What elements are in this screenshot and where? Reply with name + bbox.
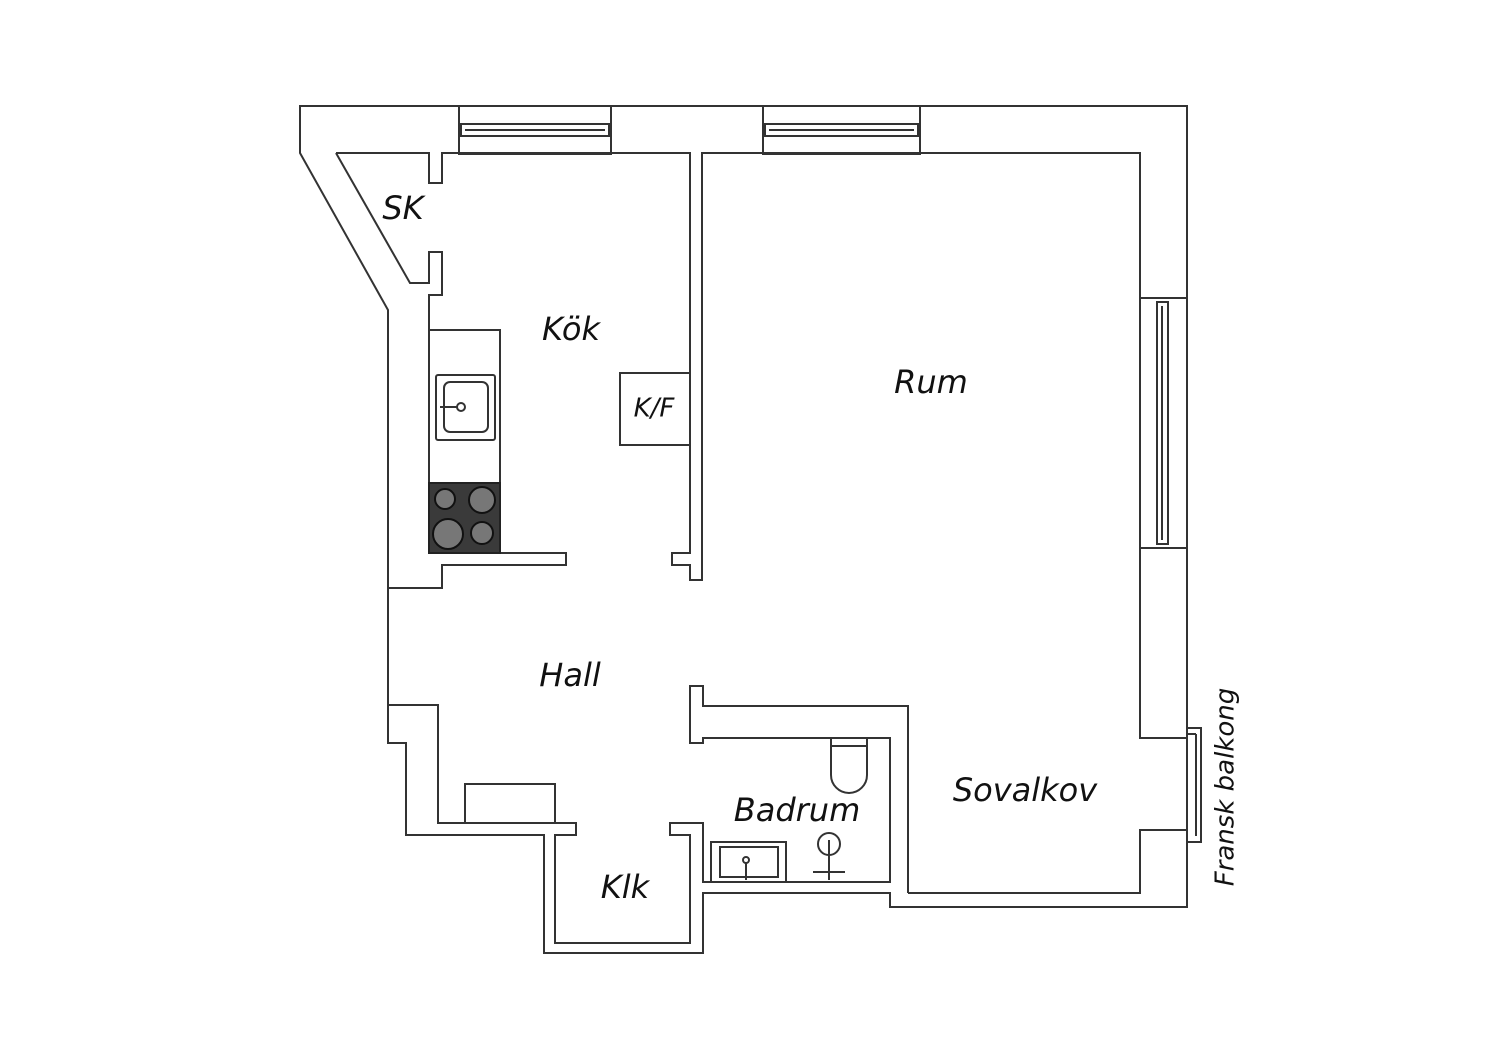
room-label-hall: Hall [539,656,601,694]
window-rum-right [1139,297,1188,549]
room-label-kok: Kök [542,310,601,348]
room-label-sovalkov: Sovalkov [953,771,1098,809]
stove-icon [428,482,501,554]
window-rum-top [762,105,921,155]
window-kitchen [458,105,612,155]
label-kf: K/F [634,394,676,424]
outer-wall [299,105,1188,954]
toilet-icon [830,738,868,794]
french-balcony [1186,727,1202,843]
room-label-sk: SK [382,189,426,227]
shower-icon [813,832,845,880]
sk-wall [335,152,443,553]
kitchen-sink-icon [435,374,496,441]
kitchen-wall-bottom [388,552,567,589]
hall-wall-left [388,685,909,944]
sovalkov-wall [908,829,1187,894]
room-label-rum: Rum [894,363,968,401]
sk-wall-top [336,152,1187,739]
fridge-freezer [619,372,691,446]
room-label-klk: Klk [601,868,651,906]
balcony-label: Fransk balkong [1211,688,1241,887]
bathroom-sink-icon [710,841,787,883]
room-label-badrum: Badrum [734,791,860,829]
hall-cabinet [464,783,556,824]
